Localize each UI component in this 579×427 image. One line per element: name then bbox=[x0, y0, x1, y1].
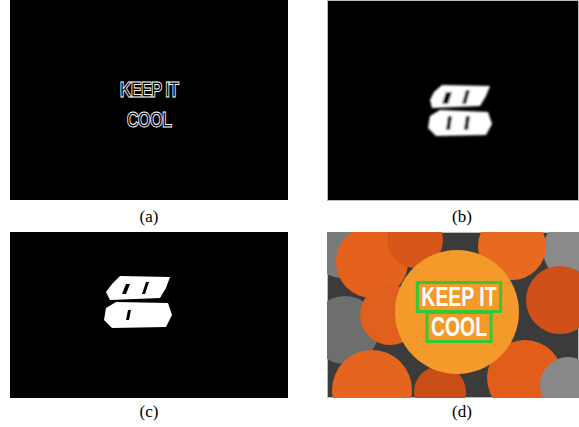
closed-panel bbox=[10, 232, 288, 398]
edge-map-panel bbox=[10, 0, 288, 200]
subfigure-caption: (a) bbox=[140, 208, 159, 225]
edge-map-text: COOL bbox=[127, 109, 172, 131]
edge-map-text: KEEP IT bbox=[120, 79, 179, 101]
subfigure-caption: (c) bbox=[140, 403, 159, 420]
detection-box bbox=[427, 313, 491, 342]
scene-circles bbox=[327, 232, 579, 398]
closed-text-blobs bbox=[104, 276, 172, 328]
scene-text: KEEP IT bbox=[421, 284, 496, 311]
subfigure-caption: (b) bbox=[452, 208, 472, 225]
dilated-panel bbox=[328, 1, 579, 201]
subfigure-caption: (d) bbox=[452, 403, 472, 420]
dilated-text-blobs bbox=[428, 85, 492, 136]
scene-text: COOL bbox=[431, 314, 487, 341]
detection-box bbox=[417, 283, 500, 312]
